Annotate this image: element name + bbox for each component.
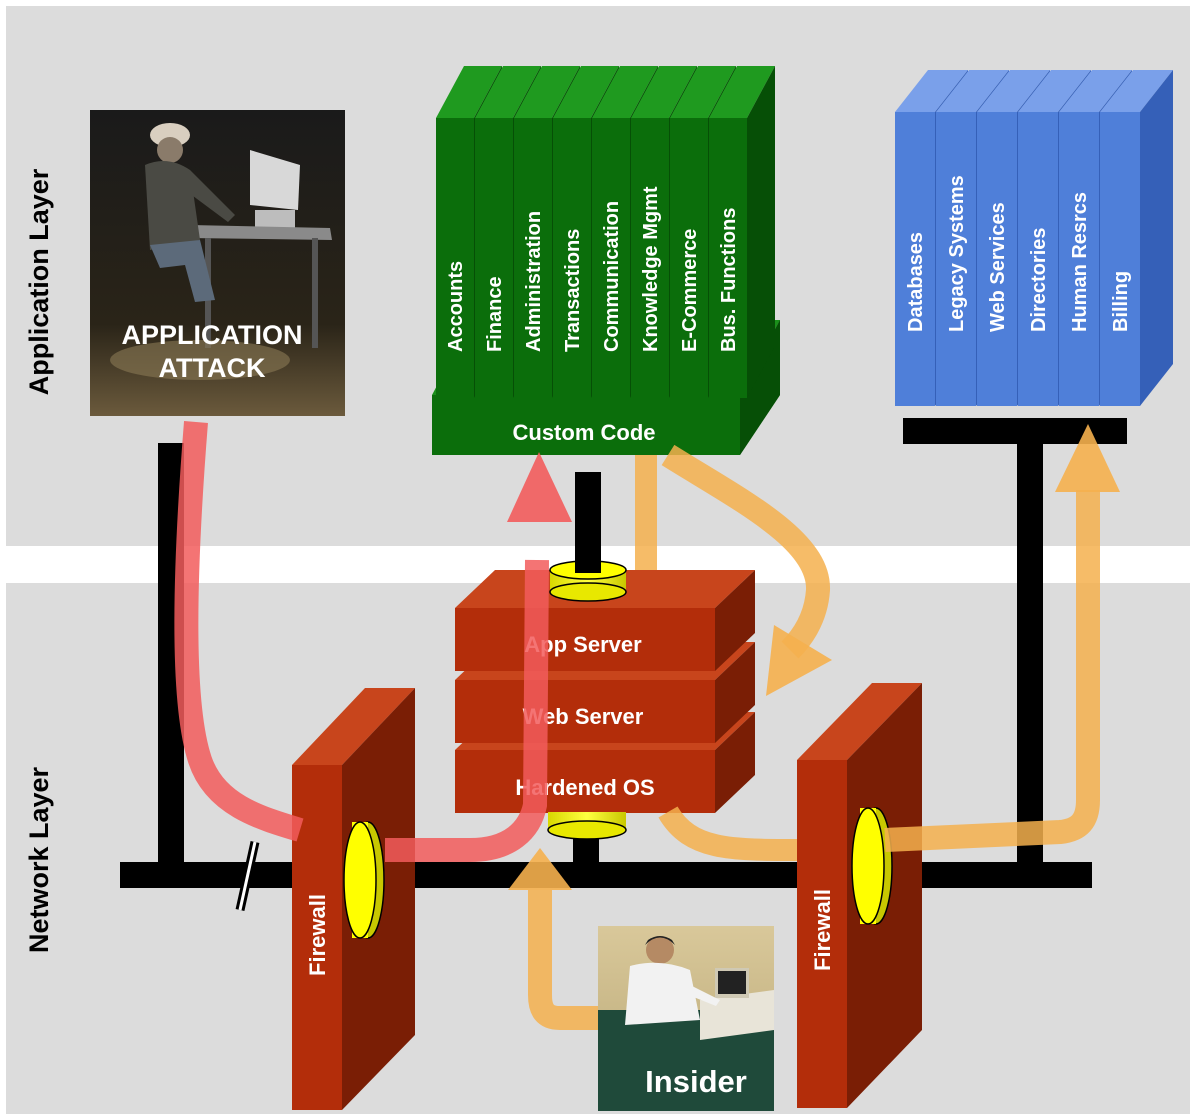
network-layer-label: Network Layer [24, 766, 54, 953]
custom-code-slab [709, 66, 775, 398]
backend-module-label: Databases [905, 232, 927, 332]
attacker-photo [90, 110, 345, 416]
attacker-label-line2: ATTACK [159, 353, 266, 383]
code-loop-arrow [661, 444, 830, 659]
custom-code-block: Accounts Finance Administration Transaction… [432, 66, 780, 455]
hardened-os-slab [455, 750, 715, 813]
insider-arrow [528, 890, 598, 1030]
backend-slab [1100, 70, 1173, 406]
left-firewall-label: Firewall [305, 894, 330, 976]
bottom-connector-cylinder [547, 812, 627, 840]
backend-module-label: Legacy Systems [946, 175, 968, 332]
web-server-slab [455, 680, 715, 743]
backend-systems-block: Databases Legacy Systems Web Services Direc… [895, 70, 1173, 406]
attack-through-firewall-arrow [385, 559, 549, 862]
firewall-to-backend-arrow [884, 490, 1100, 852]
right-firewall [797, 683, 922, 1108]
code-loop-arrowhead [766, 625, 832, 696]
insider-photo [598, 926, 774, 1111]
custom-code-label: Custom Code [513, 420, 656, 445]
right-firewall-label: Firewall [810, 889, 835, 971]
top-connector-cylinder [549, 555, 627, 602]
network-bus [120, 862, 1092, 888]
backend-module-label: Human Resrcs [1069, 192, 1091, 332]
bus-break-mark-inner [238, 841, 257, 911]
backend-module-label: Directories [1028, 228, 1050, 333]
custom-code-module-label: Accounts [445, 261, 467, 352]
custom-code-module-label: Finance [484, 276, 506, 352]
attacker-label-line1: APPLICATION [122, 320, 303, 350]
backend-module-label: Billing [1110, 271, 1132, 332]
custom-code-module-label: Communication [601, 201, 623, 352]
left-firewall [292, 688, 415, 1110]
insider-label: Insider [645, 1064, 747, 1099]
custom-code-module-label: Administration [523, 211, 545, 352]
backend-module-label: Web Services [987, 202, 1009, 332]
server-stack [455, 570, 755, 813]
right-post [1017, 440, 1043, 864]
application-layer-label: Application Layer [24, 168, 54, 395]
custom-code-module-label: E-Commerce [679, 229, 701, 352]
backend-arrowhead [1055, 424, 1120, 492]
server-to-backend-arrow [658, 806, 798, 861]
custom-code-module-label: Knowledge Mgmt [640, 186, 662, 352]
insider-arrowhead [508, 848, 572, 890]
custom-code-module-label: Bus. Functions [718, 208, 740, 352]
custom-code-module-label: Transactions [562, 229, 584, 352]
application-attack-arrow [174, 421, 304, 842]
app-server-slab [455, 608, 715, 671]
attack-flow-arrows [174, 421, 1120, 1030]
attack-arrowhead [507, 452, 572, 522]
